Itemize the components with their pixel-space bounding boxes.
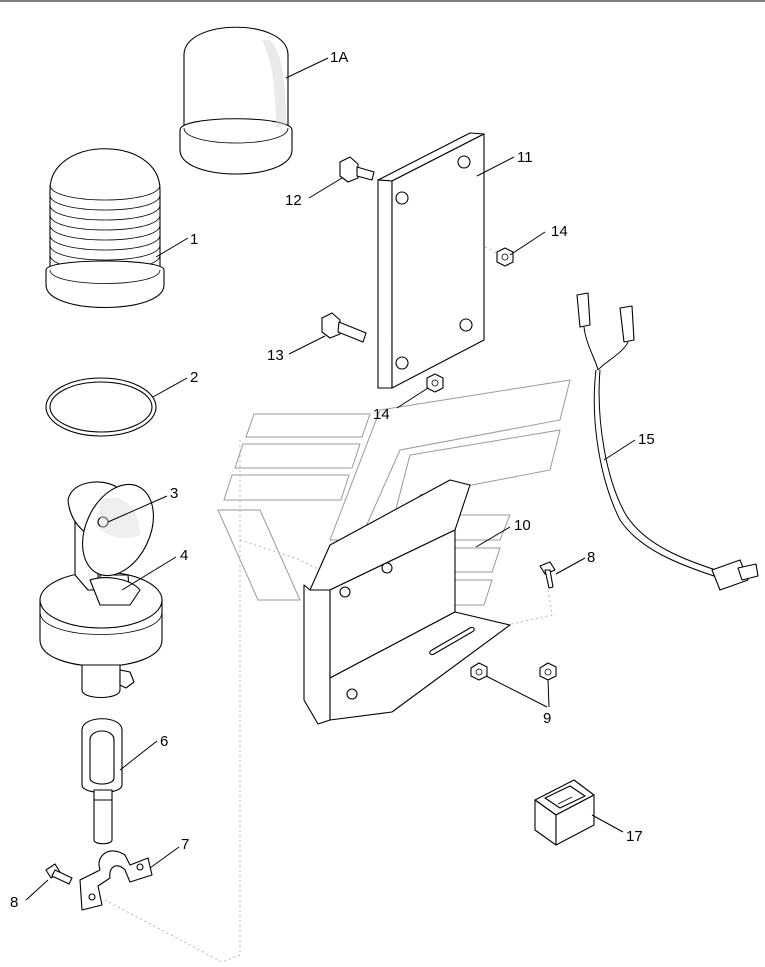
nut-9-right [539, 662, 557, 681]
callout-1a: 1A [330, 49, 348, 66]
mounting-post-6 [81, 718, 123, 845]
callout-10: 10 [514, 517, 531, 534]
beacon-base-4 [39, 509, 163, 699]
callout-labels: 1A 1 2 3 4 6 7 8 11 12 13 14 14 15 10 8 … [10, 49, 655, 911]
callout-14-lower: 14 [373, 406, 390, 423]
callout-12: 12 [285, 192, 302, 209]
callout-17: 17 [626, 828, 643, 845]
mounting-plate-11 [377, 132, 485, 389]
callout-7: 7 [181, 836, 189, 853]
callout-1: 1 [190, 231, 198, 248]
callout-4: 4 [180, 547, 188, 564]
bolt-13 [321, 312, 367, 343]
screw-8-right [539, 561, 556, 589]
bolt-8-lower [45, 863, 73, 885]
reflector-3 [67, 481, 154, 577]
wire-harness-15 [576, 292, 759, 591]
leader-lines [25, 57, 636, 901]
callout-9: 9 [543, 710, 551, 727]
callout-8-lower: 8 [10, 894, 18, 911]
callout-14-upper: 14 [551, 223, 568, 240]
callout-13: 13 [267, 347, 284, 364]
callout-2: 2 [190, 369, 198, 386]
callout-8-right: 8 [587, 549, 595, 566]
callout-3: 3 [170, 485, 178, 502]
nut-14-upper [496, 247, 514, 267]
callout-15: 15 [638, 431, 655, 448]
callout-6: 6 [160, 733, 168, 750]
nut-14-lower [426, 373, 444, 393]
clamp-bracket-7 [79, 850, 153, 911]
beacon-lens-1 [45, 148, 165, 309]
rocker-switch-17 [534, 779, 595, 846]
ghost-outline [217, 379, 571, 606]
callout-11: 11 [517, 149, 533, 166]
beacon-lens-1a [179, 26, 293, 175]
nut-9-left [470, 662, 488, 681]
bracket-10 [303, 479, 511, 725]
bolt-12 [339, 156, 375, 183]
o-ring-2 [45, 377, 157, 437]
